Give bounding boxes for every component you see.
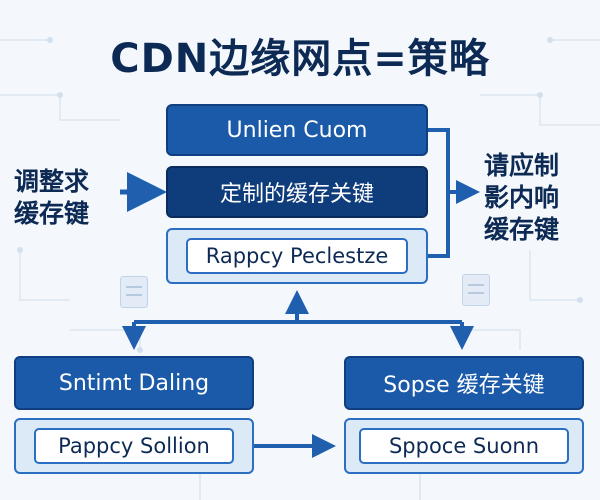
center-box-bottom: Rappcy Peclestze: [166, 228, 428, 284]
left-label: 调整求 缓存键: [14, 166, 89, 230]
document-icon-left: [120, 276, 148, 308]
bottom-right-pill: Sppoce Suonn: [359, 428, 569, 464]
bottom-right-box-top: Sopse 缓存关键: [344, 356, 584, 410]
left-label-line-1: 调整求: [14, 167, 90, 196]
bottom-left-box-top: Sntimt Daling: [14, 356, 254, 410]
right-label-line-1: 请应制: [484, 151, 560, 180]
center-box-middle: 定制的缓存关键: [166, 166, 428, 218]
center-box-bottom-label: Rappcy Peclestze: [205, 244, 389, 268]
bottom-left-box-top-label: Sntimt Daling: [58, 370, 210, 396]
center-box-top: Unlien Cuom: [166, 104, 428, 156]
left-label-line-2: 缓存键: [14, 199, 90, 228]
center-box-middle-label: 定制的缓存关键: [219, 182, 374, 207]
document-icon-right: [462, 274, 490, 306]
bottom-left-box-bottom: Pappcy Sollion: [14, 418, 254, 474]
right-label-line-3: 缓存键: [484, 215, 560, 244]
bottom-right-box-bottom: Sppoce Suonn: [344, 418, 584, 474]
bottom-right-box-bottom-label: Sppoce Suonn: [388, 434, 540, 458]
center-box-bottom-pill: Rappcy Peclestze: [186, 238, 408, 274]
center-box-top-label: Unlien Cuom: [226, 117, 368, 143]
right-label: 请应制 影内响 缓存键: [484, 150, 559, 246]
bottom-right-box-top-label: Sopse 缓存关键: [383, 373, 545, 398]
right-label-line-2: 影内响: [484, 183, 560, 212]
bottom-left-pill: Pappcy Sollion: [34, 428, 234, 464]
bottom-left-box-bottom-label: Pappcy Sollion: [58, 434, 210, 458]
diagram-title: CDN边缘网点=策略: [110, 36, 490, 82]
